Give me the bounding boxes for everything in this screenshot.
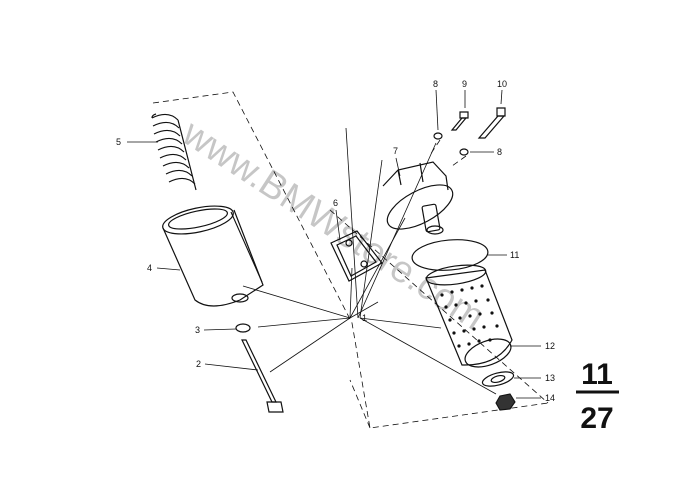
callout-8-side: 8 xyxy=(497,147,502,157)
gasket-part xyxy=(330,230,383,282)
spring-part xyxy=(151,113,197,191)
group-number: 11 27 xyxy=(576,358,619,435)
filter-head-part xyxy=(382,161,454,235)
callout-2: 2 xyxy=(196,359,201,369)
callout-7: 7 xyxy=(393,146,398,156)
callout-14: 14 xyxy=(545,393,555,403)
callout-10: 10 xyxy=(497,79,507,89)
bolt-part xyxy=(241,339,284,413)
seal-disc-part xyxy=(481,371,515,387)
callout-4: 4 xyxy=(147,263,152,273)
group-number-bottom: 27 xyxy=(580,402,613,435)
long-screw-part xyxy=(477,107,506,139)
filter-housing-part xyxy=(162,205,264,307)
assembly-outline xyxy=(152,91,549,429)
nut-part xyxy=(495,393,516,411)
assembly-outline-3 xyxy=(349,379,371,429)
callout-11: 11 xyxy=(510,250,519,260)
leader-lines xyxy=(127,89,541,399)
callout-5: 5 xyxy=(116,137,121,147)
callout-8-top: 8 xyxy=(433,79,438,89)
callout-6: 6 xyxy=(333,198,338,208)
sealing-ring-part xyxy=(235,323,251,333)
short-screw-part xyxy=(450,111,469,131)
o-ring-part xyxy=(411,239,489,271)
washer-part xyxy=(433,132,469,156)
callout-1: 1 xyxy=(362,313,367,323)
callout-9: 9 xyxy=(462,79,467,89)
callout-13: 13 xyxy=(545,373,555,383)
assembly-outline-2 xyxy=(329,209,549,404)
callout-12: 12 xyxy=(545,341,555,351)
callout-3: 3 xyxy=(195,325,200,335)
fastener-guide-2 xyxy=(451,155,467,167)
group-number-top: 11 xyxy=(581,358,613,391)
filter-element-part xyxy=(425,264,513,368)
